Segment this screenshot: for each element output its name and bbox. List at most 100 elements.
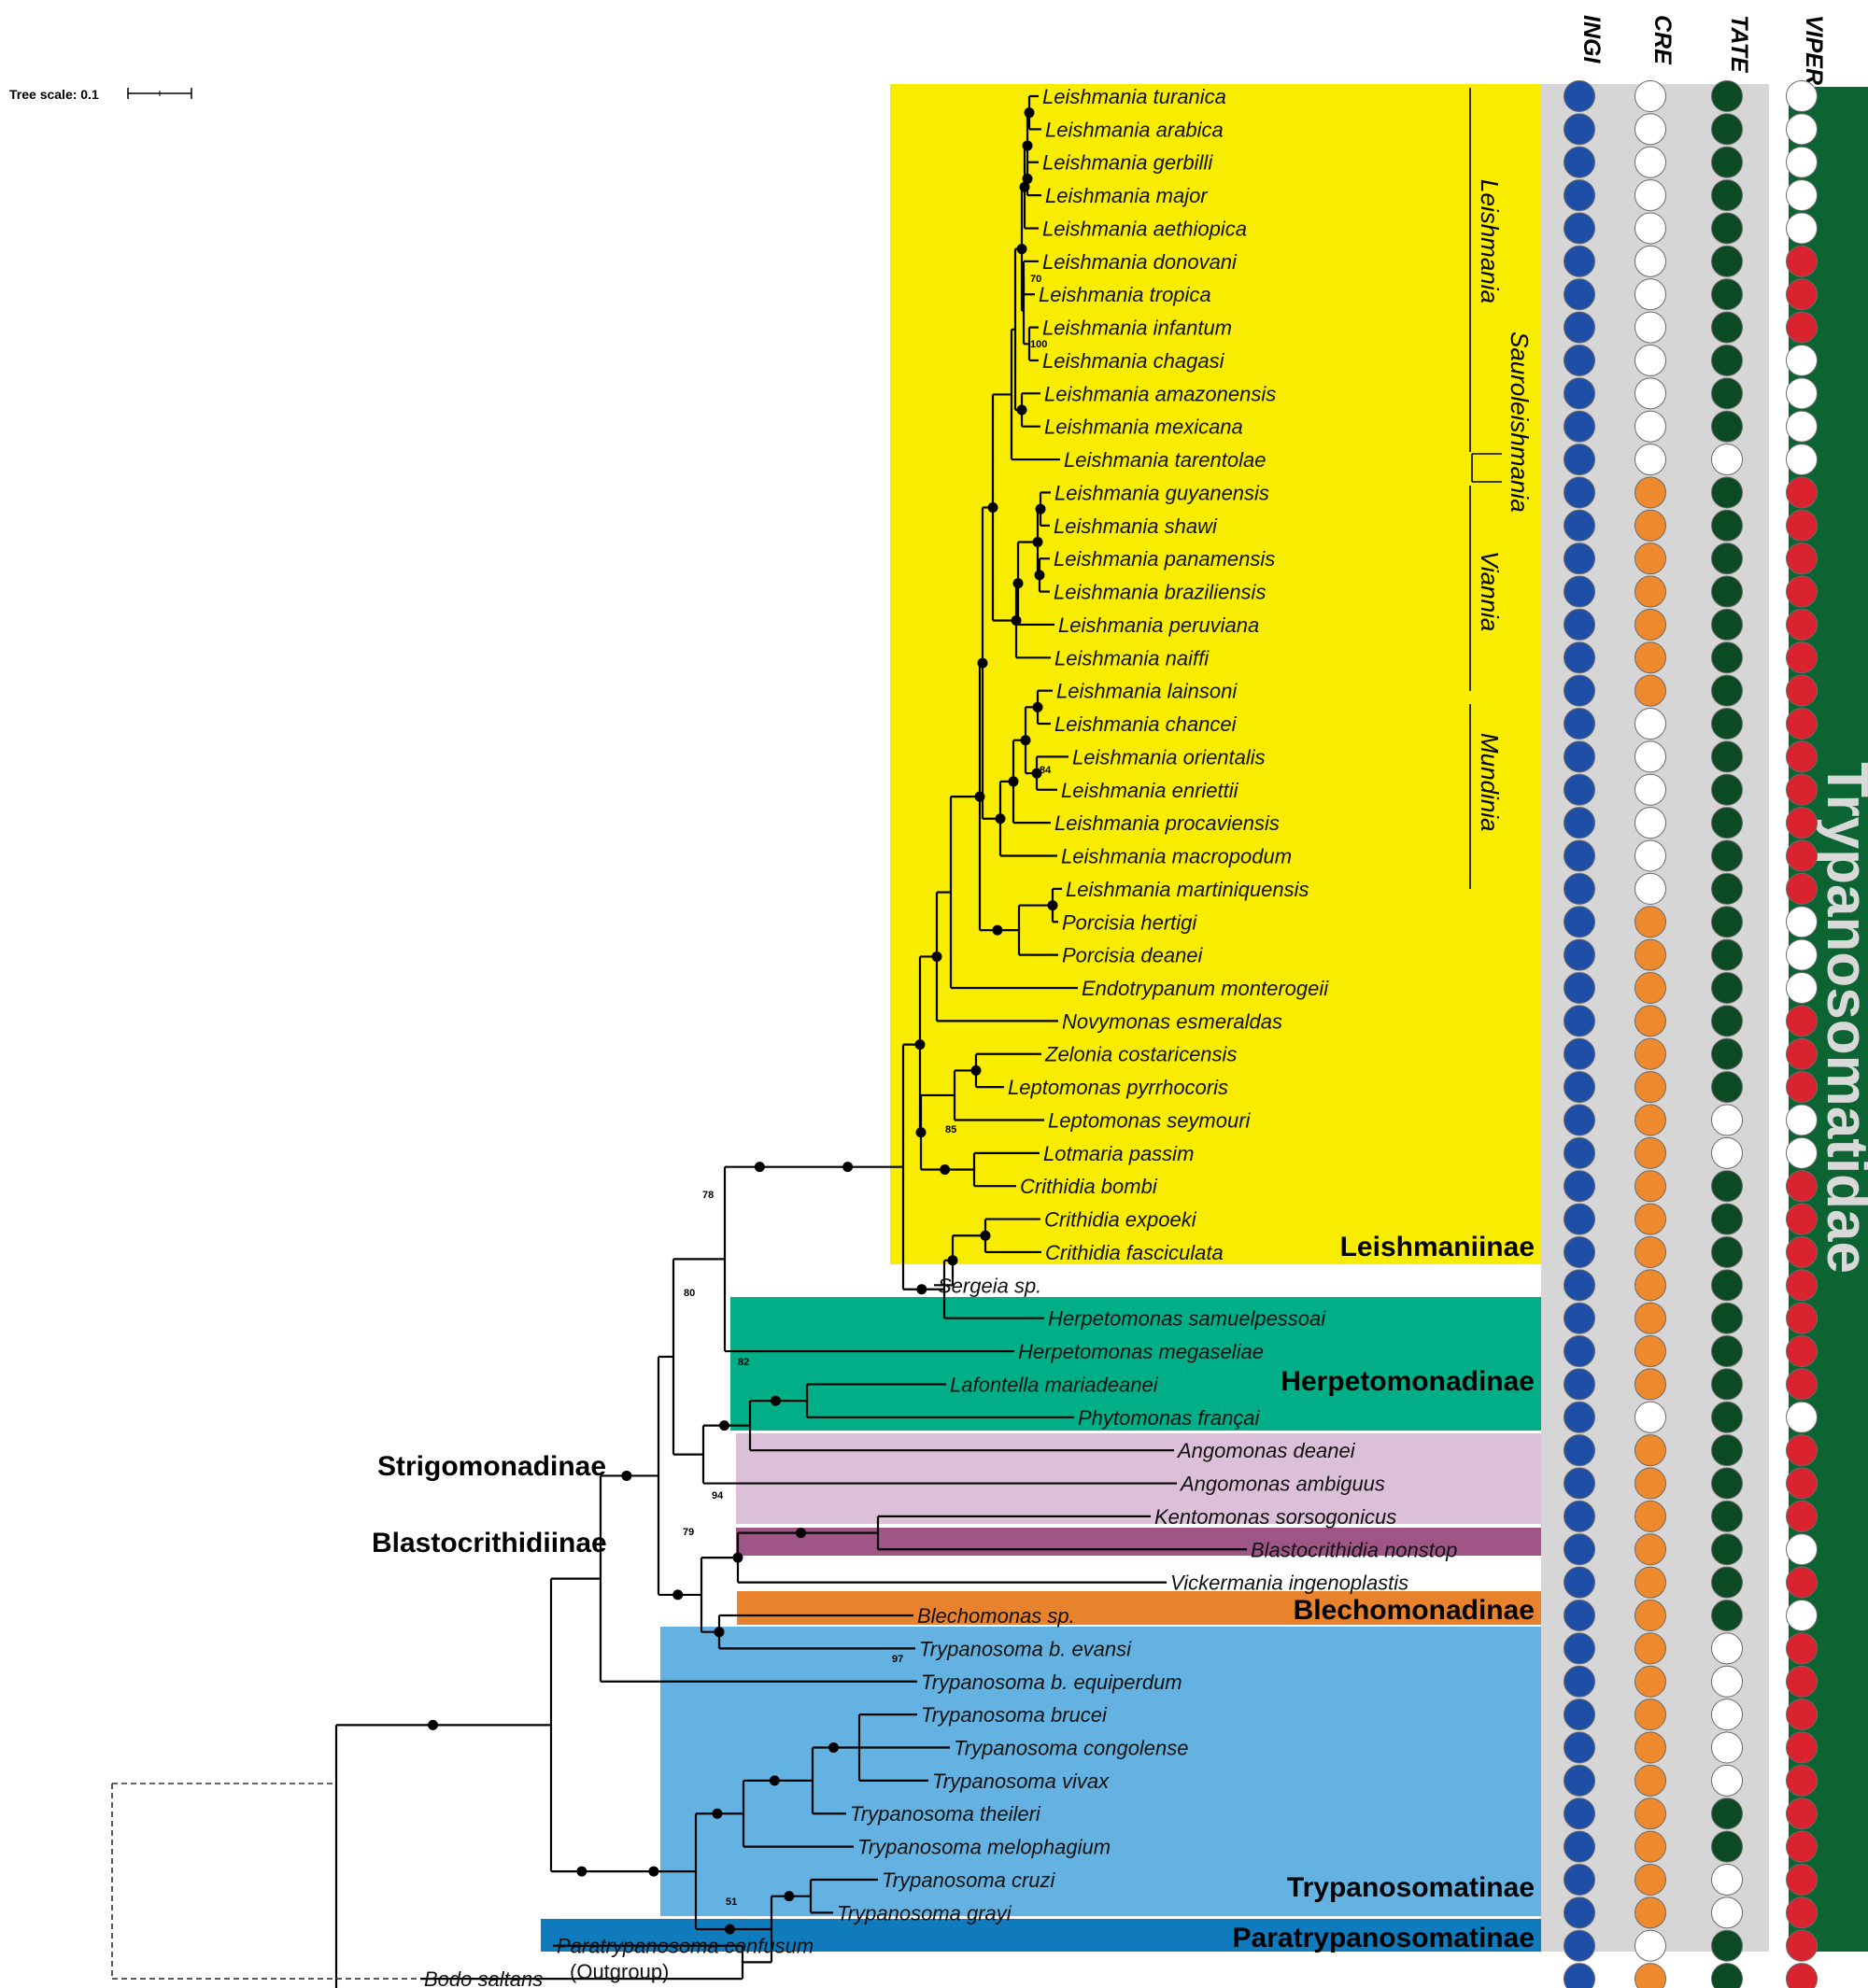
taxon-label: Porcisia deanei [1062,944,1204,967]
bootstrap-label: 97 [892,1654,903,1665]
box-strigomonadinae [736,1433,1541,1524]
presence-circle-viper [1786,1302,1818,1334]
taxon-label: Endotrypanum monterogeii [1082,977,1329,1000]
taxon-label: Leishmania turanica [1042,85,1226,108]
presence-circle-cre [1634,1566,1666,1599]
node-dots [428,107,1058,1935]
presence-circle-viper [1786,1632,1818,1665]
presence-circle-viper [1786,1005,1818,1037]
presence-circle-ingi [1564,708,1595,740]
presence-circle-ingi [1564,410,1595,443]
presence-circle-cre [1634,872,1666,905]
col-header-tate: TATE [1726,15,1752,74]
presence-circle-viper [1786,1665,1818,1698]
presence-circle-ingi [1564,1170,1595,1203]
presence-circle-viper [1786,1335,1818,1368]
taxon-label: Leishmania braziliensis [1054,581,1266,604]
presence-circle-tate [1711,1665,1743,1698]
presence-circle-tate [1711,1963,1743,1988]
presence-circle-cre [1634,807,1666,839]
presence-circle-ingi [1564,1600,1595,1632]
bootstrap-label: 79 [683,1527,694,1538]
taxon-label: Zelonia costaricensis [1044,1043,1237,1066]
presence-circle-cre [1634,1632,1666,1665]
presence-circle-viper [1786,113,1818,146]
presence-circle-ingi [1564,773,1595,806]
presence-circle-cre [1634,1467,1666,1500]
presence-circle-ingi [1564,1037,1595,1070]
presence-circle-viper [1786,1136,1818,1169]
presence-circle-cre [1634,642,1666,674]
presence-circle-tate [1711,740,1743,773]
presence-circle-tate [1711,1731,1743,1764]
support-dot [1019,181,1030,192]
support-dot [977,657,988,669]
presence-circle-ingi [1564,476,1595,509]
presence-circle-viper [1786,1963,1818,1988]
presence-circle-cre [1634,344,1666,376]
column-headers: INGI CRE TATE VIPER [1578,15,1827,85]
presence-circle-viper [1786,1566,1818,1599]
bootstrap-label: 51 [726,1896,737,1908]
support-dot [1016,404,1027,416]
presence-circle-viper [1786,1798,1818,1830]
presence-circle-ingi [1564,1136,1595,1169]
tree-scale: Tree scale: 0.1 [9,87,192,102]
subfamily-labels: Leishmaniinae Herpetomonadinae Strigomon… [372,1232,1535,1953]
presence-circle-cre [1634,1434,1666,1467]
bootstrap-label: 70 [1030,274,1041,285]
taxon-label: Leishmania tarentolae [1064,448,1266,472]
presence-circle-viper [1786,146,1818,178]
presence-circle-ingi [1564,906,1595,938]
presence-circle-tate [1711,839,1743,872]
support-dot [1035,503,1046,515]
presence-circle-viper [1786,1863,1818,1896]
presence-circle-tate [1711,971,1743,1004]
support-dot [796,1528,806,1539]
presence-circle-cre [1634,1235,1666,1268]
presence-circle-cre [1634,444,1666,476]
presence-circle-viper [1786,344,1818,376]
presence-circle-ingi [1564,1764,1595,1797]
presence-circle-tate [1711,872,1743,905]
presence-circle-ingi [1564,146,1595,178]
presence-circle-tate [1711,708,1743,740]
bootstrap-label: 85 [945,1124,956,1135]
taxon-label: Paratrypanosoma confusum [557,1935,814,1958]
support-dot [724,1924,735,1935]
presence-circle-tate [1711,212,1743,245]
presence-circle-ingi [1564,80,1595,112]
presence-circle-ingi [1564,245,1595,277]
presence-circle-ingi [1564,1302,1595,1334]
presence-circle-ingi [1564,344,1595,376]
presence-circle-ingi [1564,1005,1595,1037]
taxon-label: Leishmania chancei [1054,712,1238,736]
presence-circle-viper [1786,476,1818,509]
presence-circle-tate [1711,1401,1743,1433]
subfamily-label-trypanosomatinae: Trypanosomatinae [1287,1872,1535,1903]
presence-circle-ingi [1564,1071,1595,1104]
presence-circle-viper [1786,872,1818,905]
presence-circle-ingi [1564,839,1595,872]
presence-circle-cre [1634,245,1666,277]
presence-circle-ingi [1564,1566,1595,1599]
presence-circle-viper [1786,1104,1818,1136]
presence-circle-viper [1786,575,1818,608]
presence-circle-viper [1786,839,1818,872]
support-dot [980,1230,991,1241]
presence-circle-viper [1786,608,1818,641]
presence-circle-viper [1786,1600,1818,1632]
presence-circle-viper [1786,444,1818,476]
support-dot [828,1742,839,1753]
taxon-label: Kentomonas sorsogonicus [1154,1505,1396,1529]
support-dot [931,951,942,962]
presence-circle-viper [1786,971,1818,1004]
presence-circle-viper [1786,1764,1818,1797]
presence-circle-ingi [1564,1104,1595,1136]
presence-circle-tate [1711,377,1743,410]
presence-circle-ingi [1564,1368,1595,1401]
bootstrap-label: 84 [1040,765,1052,776]
presence-circle-ingi [1564,113,1595,146]
presence-circle-cre [1634,1170,1666,1203]
presence-circle-cre [1634,1302,1666,1334]
